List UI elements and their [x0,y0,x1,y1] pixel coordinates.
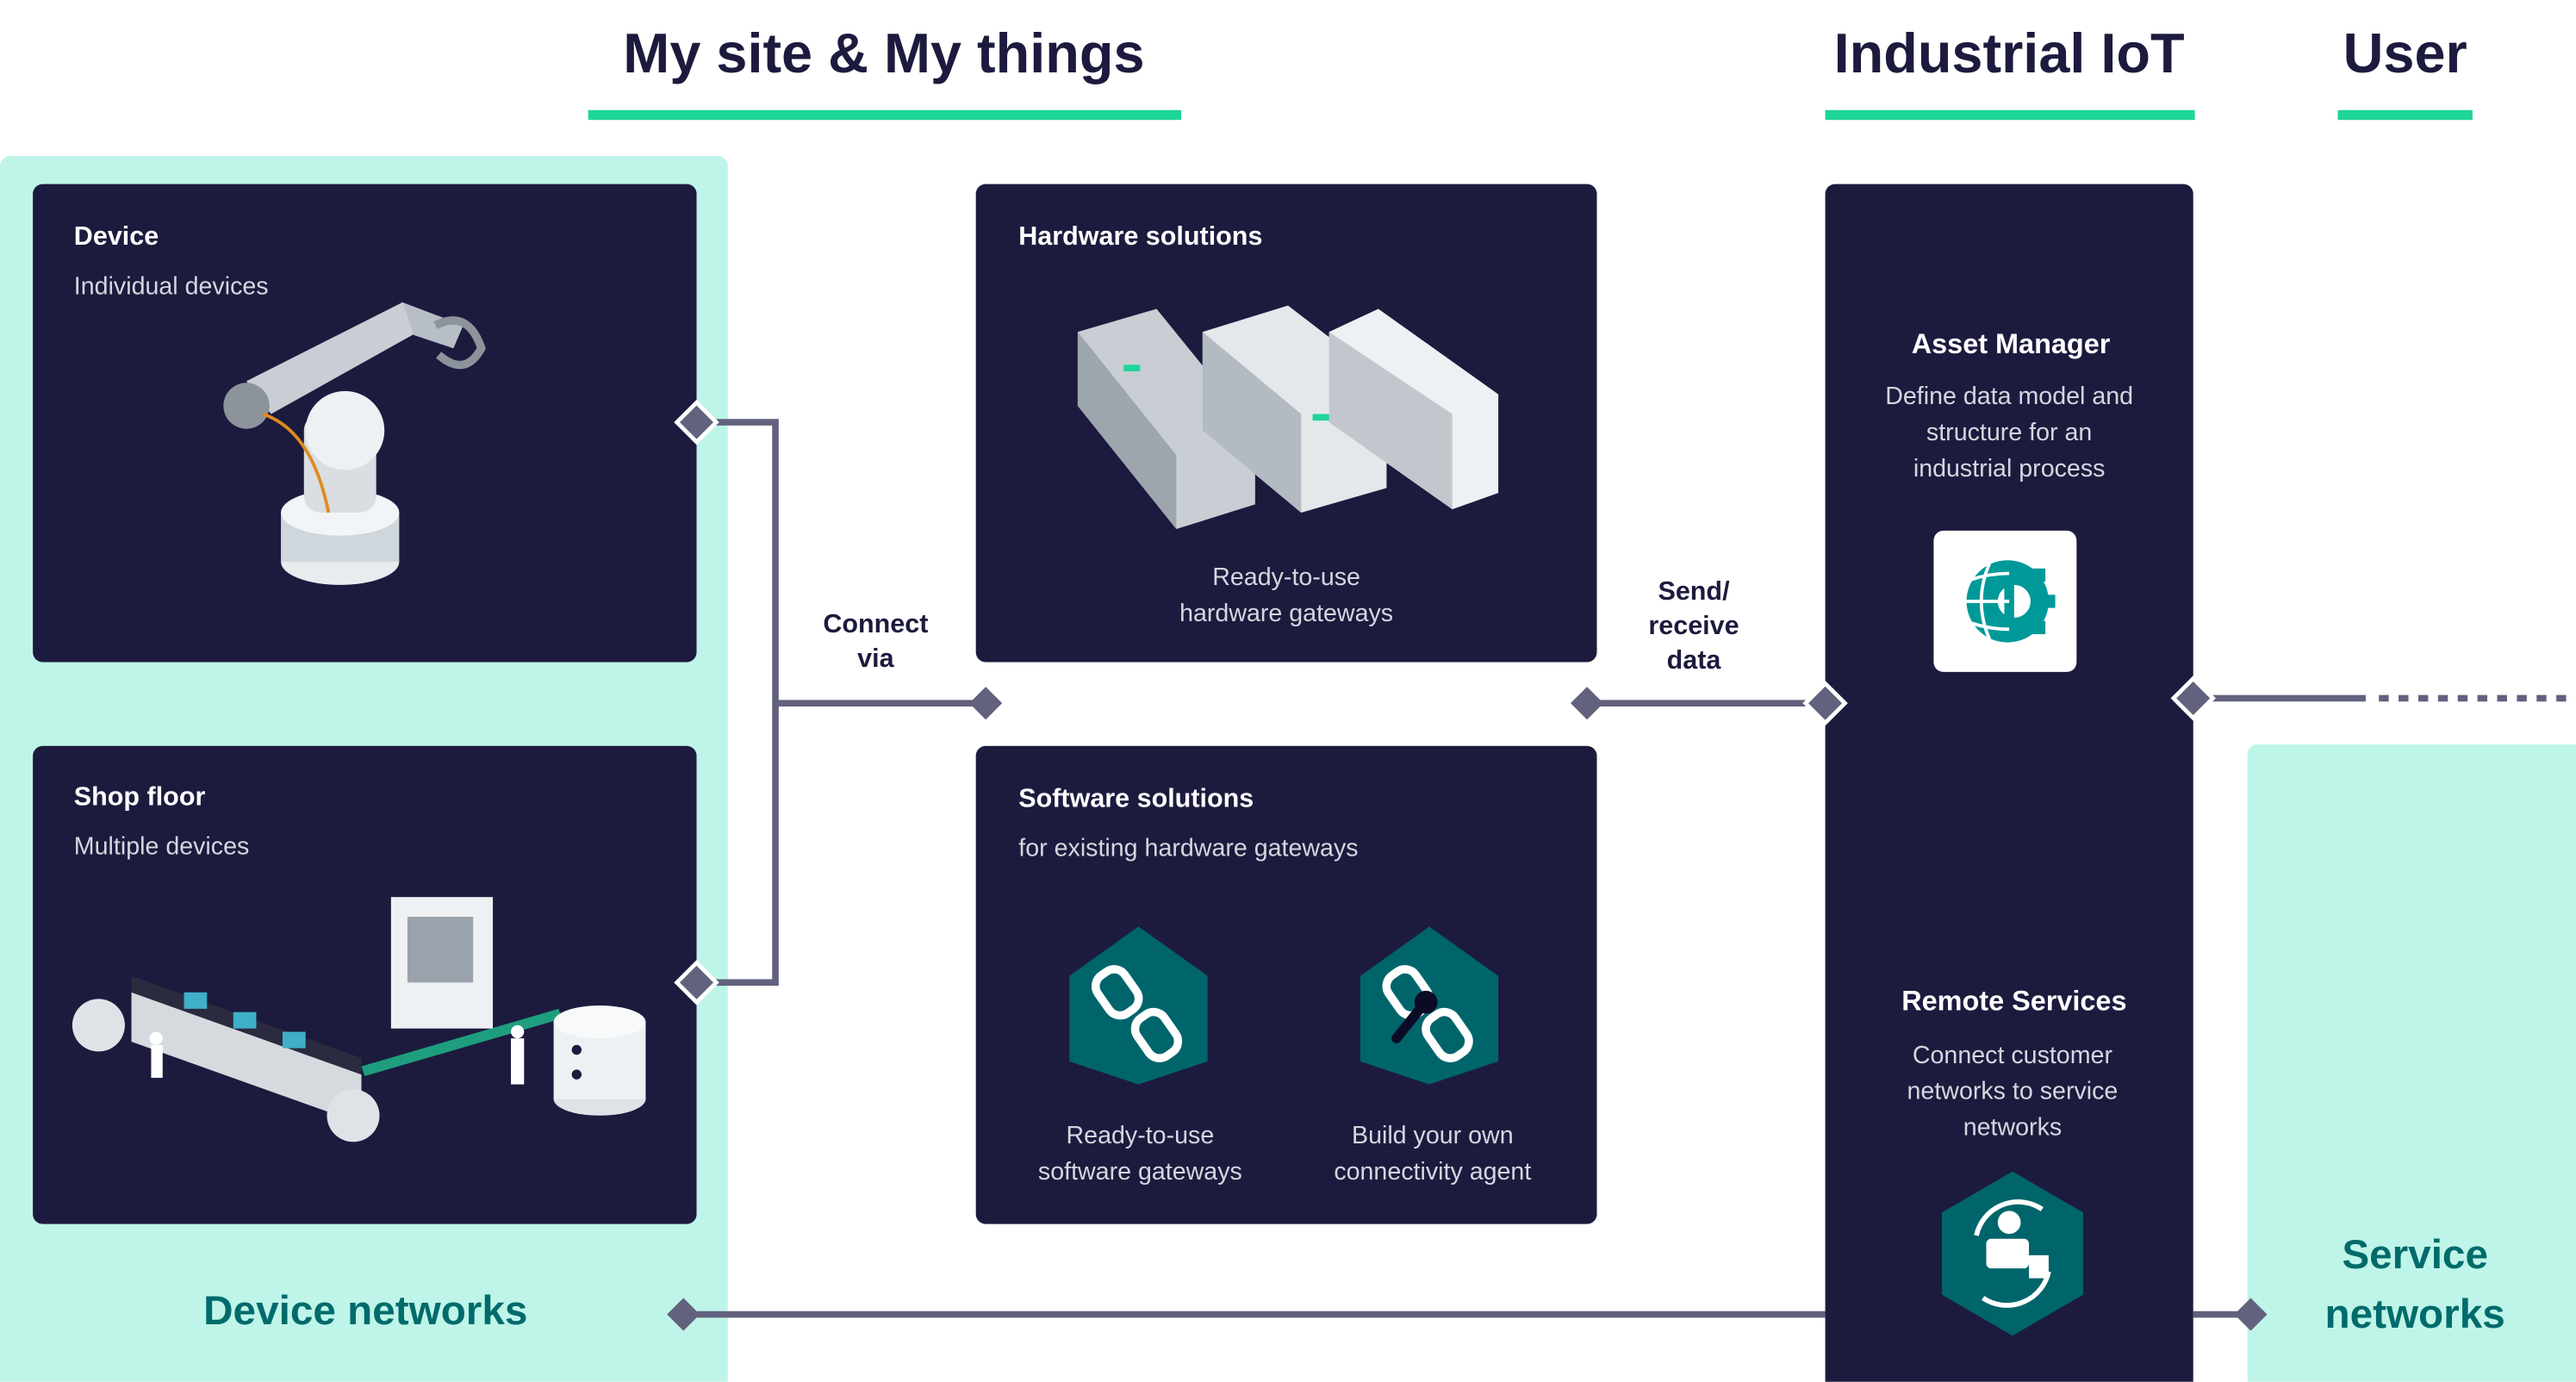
asset-manager-line2: structure for an [1926,419,2093,447]
hardware-caption-line1: Ready-to-use [1212,563,1360,592]
shop-floor-subtitle: Multiple devices [73,832,250,862]
factory-line-illustration [72,897,646,1142]
header-user: User [2343,22,2467,86]
remote-services-title: Remote Services [1901,986,2127,1018]
industrial-iot-column: Asset Manager Define data model and struc… [1825,184,2196,1382]
hardware-solutions-card[interactable]: Hardware solutions Ready-to-use hardware … [975,184,1597,663]
remote-services-line2: networks to service [1907,1077,2119,1106]
chain-link-icon [1069,926,1208,1085]
software-subtitle: for existing hardware gateways [1018,834,1359,863]
remote-services-line3: networks [1963,1113,2063,1142]
header-underline [1825,109,2195,121]
send-receive-line3: data [1666,647,1721,675]
remote-services-description: Connect customer networks to service netwo… [1828,1038,2196,1147]
connector-diamond [969,687,1003,720]
shop-floor-card[interactable]: Shop floor Multiple devices [33,745,697,1224]
send-receive-line1: Send/ [1658,578,1730,607]
asset-manager-app-button[interactable] [1933,530,2077,672]
software-item-line2: software gateways [1037,1158,1242,1186]
device-card[interactable]: Device Individual devices [33,184,697,663]
connector-diamond [1570,687,1604,720]
software-title: Software solutions [1018,785,1254,813]
connect-via-line1: Connect [823,611,929,639]
asset-manager-title: Asset Manager [1911,328,2111,360]
remote-services-line1: Connect customer [1912,1041,2113,1070]
service-networks-line2: networks [2324,1291,2505,1338]
service-networks-label: Service networks [2250,1226,2576,1344]
software-item-line1: Ready-to-use [1066,1122,1215,1150]
software-solutions-card[interactable]: Software solutions for existing hardware… [975,745,1597,1224]
software-icons [1069,926,1499,1085]
send-receive-label: Send/receive data [1612,575,1776,678]
connect-via-line2: via [857,645,894,674]
device-subtitle: Individual devices [73,272,269,301]
send-receive-line2: receive [1648,613,1739,641]
device-networks-label: Device networks [203,1288,528,1335]
robot-arm-illustration [223,302,486,585]
software-item-line1: Build your own [1351,1122,1514,1150]
header-underline [2337,109,2473,121]
chain-wrench-icon [1360,926,1499,1085]
hardware-gateways-illustration [1077,305,1499,530]
asset-manager-description: Define data model and structure for an ind… [1826,379,2193,488]
header-industrial-iot: Industrial IoT [1833,22,2185,86]
remote-technician-icon[interactable] [1826,184,2193,1382]
software-item-line2: connectivity agent [1334,1158,1532,1186]
shop-floor-title: Shop floor [73,783,206,812]
service-networks-line1: Service [2342,1232,2488,1279]
asset-manager-line1: Define data model and [1885,383,2134,411]
hardware-title: Hardware solutions [1018,223,1263,252]
device-title: Device [73,223,159,252]
hardware-caption: Ready-to-use hardware gateways [976,560,1597,632]
connect-via-label: Connect via [793,608,958,677]
asset-manager-line3: industrial process [1913,455,2106,483]
header-underline [588,109,1182,121]
software-item-build: Build your own connectivity agent [1268,1119,1596,1192]
globe-gear-icon [1966,560,2056,643]
software-item-ready: Ready-to-use software gateways [976,1119,1304,1192]
service-networks-panel [2247,744,2576,1382]
hardware-caption-line2: hardware gateways [1179,600,1394,628]
header-my-site: My site & My things [623,22,1145,86]
